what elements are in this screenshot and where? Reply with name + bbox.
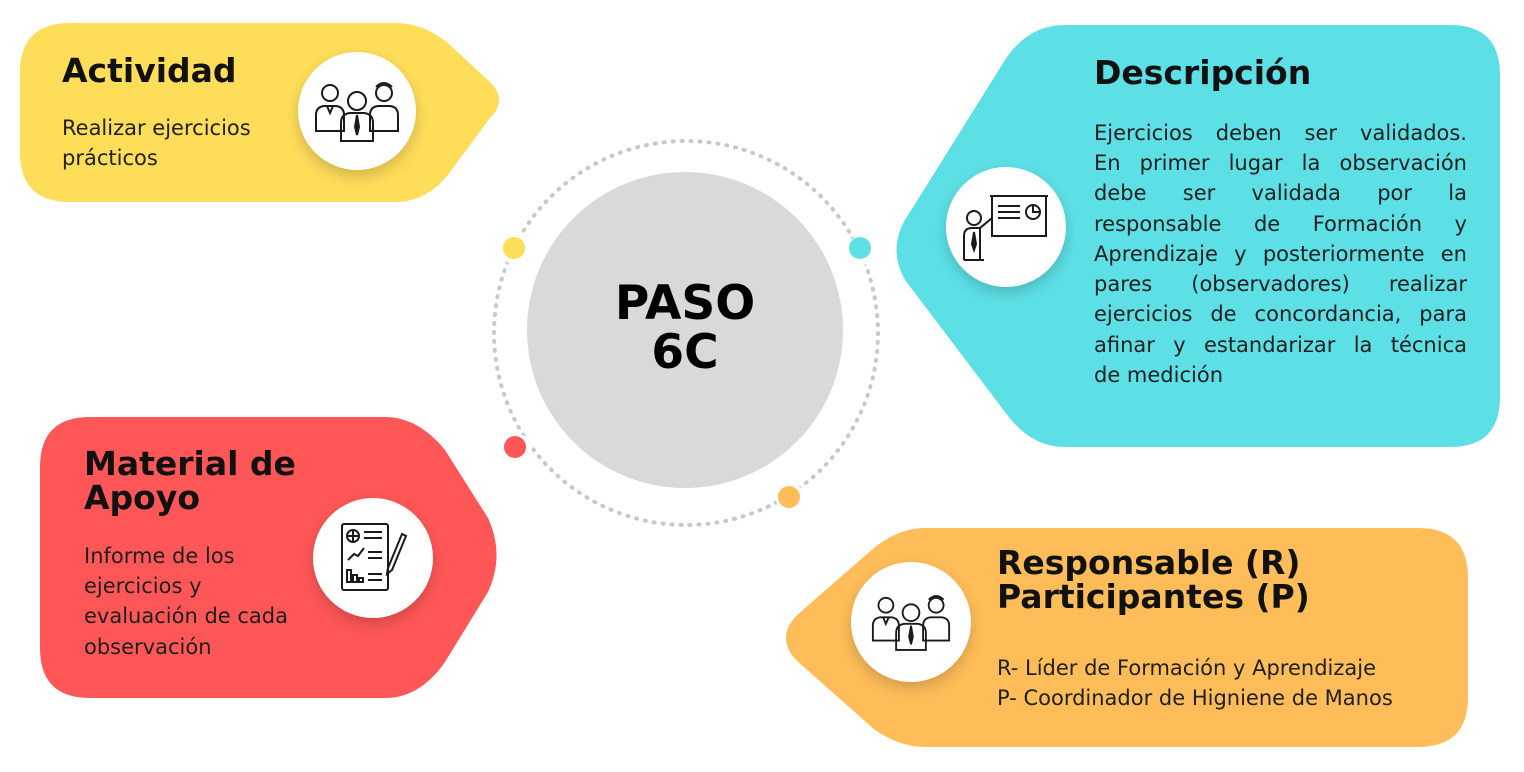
center-title-line2: 6C [651, 325, 719, 380]
descripcion-text-line: afinar y estandarizar la técnica [1094, 332, 1467, 357]
descripcion-banner [896, 25, 1500, 447]
report-document-icon [313, 498, 433, 618]
material-text-line: ejercicios y [84, 574, 202, 599]
descripcion-text-line: En primer lugar la observación [1094, 151, 1467, 176]
people-group-icon [298, 52, 416, 170]
responsable-text: R- Líder de Formación y Aprendizaje P- C… [997, 653, 1437, 713]
actividad-title: Actividad [62, 51, 237, 90]
material-title-line1: Material de [84, 444, 296, 483]
cyan-dot [847, 235, 877, 265]
red-dot [502, 434, 532, 464]
descripcion-text-line: Aprendizaje y posteriormente en [1094, 241, 1467, 266]
material-text-line: Informe de los [84, 544, 235, 568]
yellow-dot [501, 235, 531, 265]
center-title: PASO 6C [527, 170, 843, 486]
actividad-text-line: prácticos [62, 146, 158, 171]
material-text: Informe de los ejercicios y evaluación d… [84, 541, 314, 662]
responsable-title-line1: Responsable (R) [997, 543, 1301, 582]
dotted-ring [492, 139, 880, 527]
material-banner [40, 417, 497, 698]
material-title-line2: Apoyo [84, 477, 201, 517]
people-group-icon [851, 562, 971, 682]
material-text-line: evaluación de cada [84, 604, 288, 629]
material-title: Material de Apoyo [84, 447, 296, 514]
responsable-title: Responsable (R) Participantes (P) [997, 546, 1310, 613]
presentation-icon [946, 167, 1066, 287]
descripcion-text-line: de medición [1094, 362, 1224, 387]
center-circle [527, 172, 843, 488]
descripcion-text-line: responsable de Formación y [1094, 211, 1467, 236]
responsable-text-line: R- Líder de Formación y Aprendizaje [997, 656, 1377, 680]
descripcion-title: Descripción [1094, 53, 1312, 92]
orange-dot [776, 484, 806, 514]
material-text-line: observación [84, 634, 212, 659]
descripcion-text-line: ejercicios de concordancia, para [1094, 302, 1467, 327]
actividad-text-line: Realizar ejercicios [62, 116, 251, 140]
descripcion-text-line: pares (observadores) realizar [1094, 272, 1467, 297]
center-title-line1: PASO [614, 275, 756, 331]
descripcion-text-line: Ejercicios deben ser validados. [1094, 121, 1467, 145]
responsable-title-line2: Participantes (P) [997, 576, 1310, 616]
descripcion-text-line: debe ser validada por la [1094, 181, 1467, 206]
actividad-text: Realizar ejercicios prácticos [62, 113, 292, 173]
descripcion-text: Ejercicios deben ser validados. En prime… [1094, 118, 1467, 390]
responsable-text-line: P- Coordinador de Higniene de Manos [997, 686, 1393, 711]
